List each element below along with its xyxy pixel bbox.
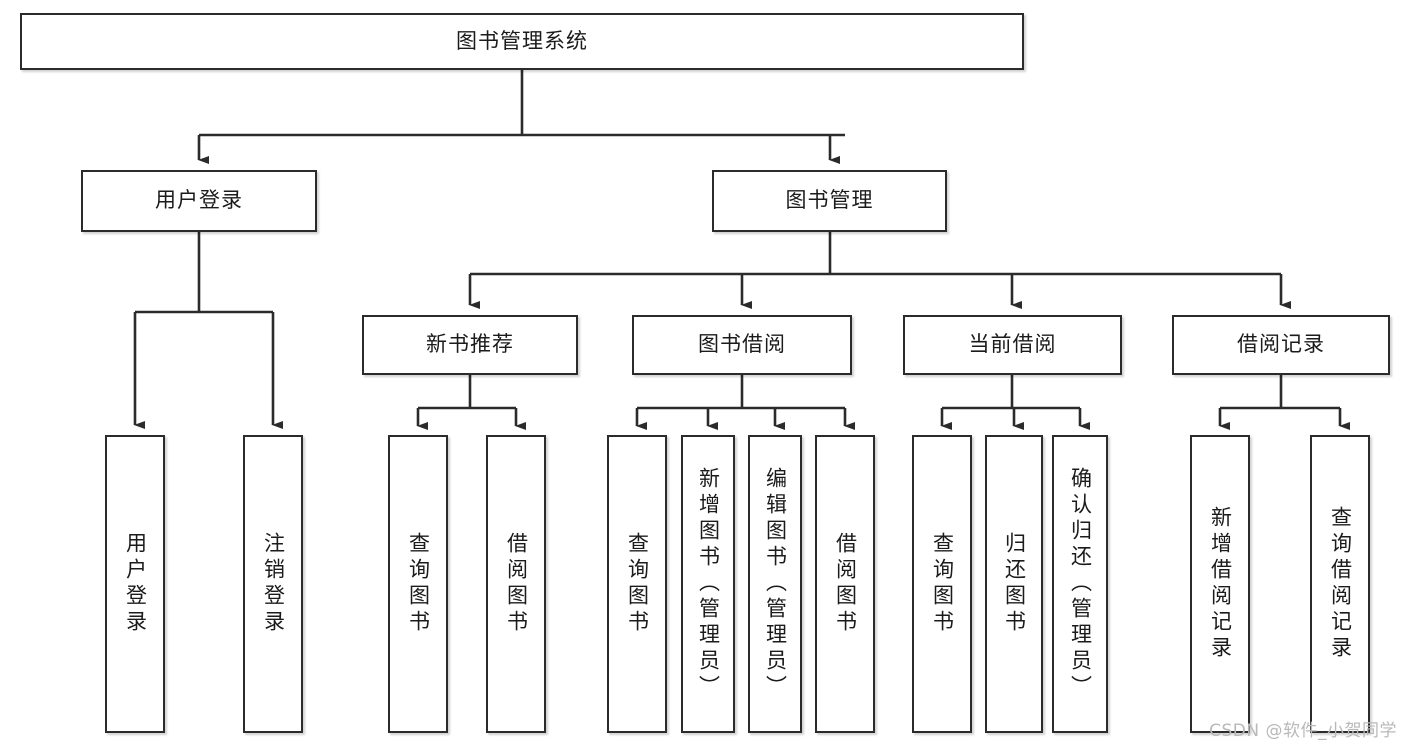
- node-root-book-management-system[interactable]: 图书管理系统: [20, 13, 1024, 70]
- node-label: 图书借阅: [698, 332, 786, 357]
- node-label: 编辑图书（管理员）: [763, 467, 788, 701]
- node-new-book-recommendation[interactable]: 新书推荐: [362, 315, 578, 375]
- node-leaf-query-books-borrowing[interactable]: 查询图书: [607, 435, 667, 733]
- node-book-management[interactable]: 图书管理: [712, 170, 947, 232]
- node-label: 查询借阅记录: [1328, 506, 1353, 662]
- node-label: 借阅图书: [833, 532, 858, 636]
- node-leaf-query-borrow-record[interactable]: 查询借阅记录: [1310, 435, 1370, 733]
- node-leaf-user-login[interactable]: 用户登录: [105, 435, 165, 733]
- node-leaf-user-logout[interactable]: 注销登录: [243, 435, 303, 733]
- node-leaf-return-book[interactable]: 归还图书: [985, 435, 1043, 733]
- node-label: 当前借阅: [968, 332, 1057, 357]
- node-label: 新书推荐: [426, 332, 514, 357]
- node-label: 借阅记录: [1237, 332, 1325, 357]
- node-label: 图书管理: [785, 188, 874, 213]
- node-label: 新增图书（管理员）: [696, 467, 721, 701]
- node-label: 确认归还（管理员）: [1068, 467, 1093, 701]
- node-user-login[interactable]: 用户登录: [81, 170, 317, 232]
- node-label: 查询图书: [930, 532, 955, 636]
- node-label: 新增借阅记录: [1208, 506, 1233, 662]
- node-leaf-borrow-books-recommendation[interactable]: 借阅图书: [486, 435, 546, 733]
- node-leaf-borrow-books-borrowing[interactable]: 借阅图书: [815, 435, 875, 733]
- node-leaf-confirm-return-admin[interactable]: 确认归还（管理员）: [1052, 435, 1108, 733]
- node-label: 归还图书: [1002, 532, 1027, 636]
- node-label: 借阅图书: [504, 532, 529, 636]
- node-label: 查询图书: [406, 532, 431, 636]
- node-current-borrowing[interactable]: 当前借阅: [903, 315, 1122, 375]
- node-book-borrowing[interactable]: 图书借阅: [632, 315, 852, 375]
- node-label: 注销登录: [261, 532, 286, 636]
- node-leaf-query-books-current[interactable]: 查询图书: [912, 435, 972, 733]
- node-label: 图书管理系统: [456, 28, 588, 53]
- node-leaf-add-book-admin[interactable]: 新增图书（管理员）: [681, 435, 735, 733]
- node-leaf-query-books-recommendation[interactable]: 查询图书: [388, 435, 448, 733]
- node-leaf-edit-book-admin[interactable]: 编辑图书（管理员）: [748, 435, 802, 733]
- node-borrow-records[interactable]: 借阅记录: [1172, 315, 1390, 375]
- node-label: 用户登录: [155, 188, 243, 213]
- node-leaf-add-borrow-record[interactable]: 新增借阅记录: [1190, 435, 1250, 733]
- node-label: 查询图书: [625, 532, 650, 636]
- node-label: 用户登录: [123, 532, 148, 636]
